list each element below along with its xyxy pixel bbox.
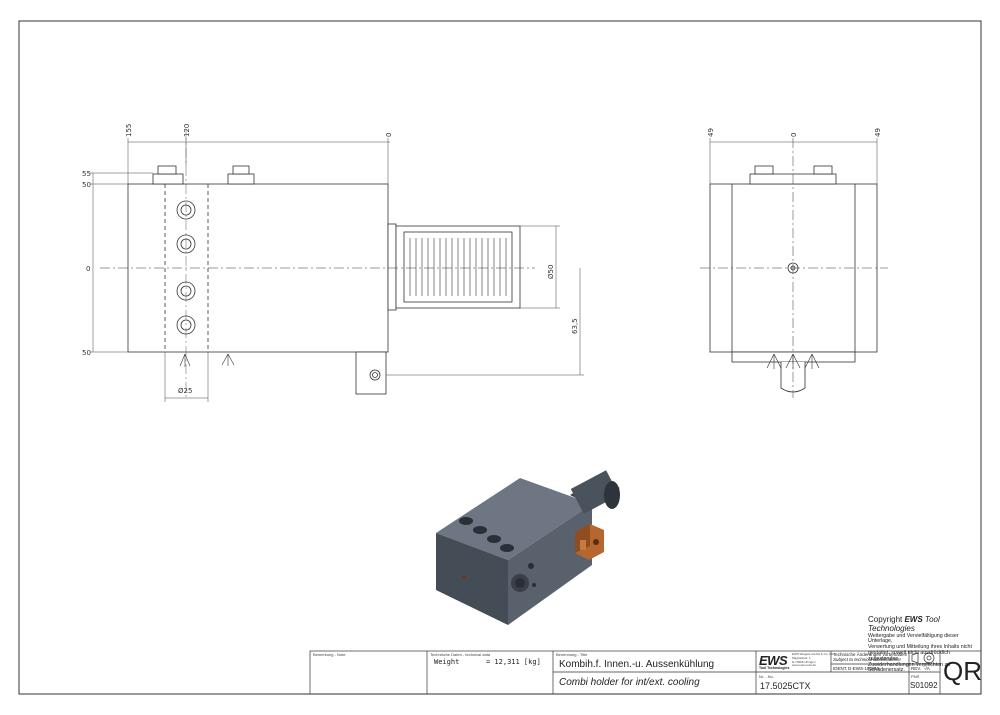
front-serrations [409, 238, 507, 296]
dim-120: 120 [183, 124, 191, 137]
dim-50-bot: 50 [82, 349, 91, 357]
ews-logo: EWS [759, 653, 788, 668]
side-dimensions [709, 138, 878, 184]
dim-0-top: 0 [385, 133, 393, 137]
front-body [127, 183, 389, 353]
front-coolant-block [355, 351, 387, 395]
part-number: 17.5025CTX [760, 681, 811, 691]
front-view [100, 130, 535, 400]
copyright-line-4: Zuwiderhandlungen verpflichten zu Schade… [868, 661, 951, 674]
side-dim-49-left: 49 [707, 128, 715, 137]
techdata-label: Technische Daten - technical data [430, 652, 491, 657]
title-en: Combi holder for int/ext. cooling [559, 677, 700, 688]
front-shank-flange [387, 223, 397, 311]
isometric-render [436, 470, 620, 625]
dim-155: 155 [125, 124, 133, 137]
number-label: Nr. - No. [759, 674, 774, 679]
company-address: EWS Weigele GmbH & Co. KG Maybachstr. 1 … [792, 652, 834, 668]
side-spray-symbols [766, 353, 820, 369]
designation-label: Benennung - Title [556, 652, 588, 657]
copyright-heading: Copyright EWS Tool Technologies [868, 615, 940, 633]
front-bolt-1 [152, 173, 184, 185]
modification-note-1: Technische Änderungen vorbehalten! [833, 652, 908, 657]
front-dimensions [90, 138, 584, 402]
ident-value: D-EWS-193619 [848, 666, 880, 671]
front-bolt-2 [227, 173, 255, 185]
rev-label: REV. [911, 666, 922, 671]
title-block [309, 650, 982, 695]
copyright-block: Copyright EWS Tool Technologies Weiterga… [868, 615, 980, 674]
side-dim-0: 0 [790, 133, 798, 137]
side-view [700, 138, 888, 398]
dim-50-top: 50 [82, 181, 91, 189]
front-spray-symbols [179, 353, 235, 367]
weight-label: Weight [434, 658, 460, 666]
side-dim-labels: 49 0 49 [707, 128, 882, 137]
dim-dia-25: Ø25 [178, 387, 192, 395]
pnr-label: PNR [911, 674, 920, 679]
modification-note-2: Subject to technical modifications! [833, 657, 901, 662]
title-de: Kombih.f. Innen.-u. Aussenkühlung [559, 659, 715, 670]
copyright-line-2: Verwertung und Mitteilung ihres Inhalts … [868, 644, 972, 651]
dim-0-left: 0 [86, 265, 90, 273]
dim-55: 55 [82, 170, 91, 178]
front-dim-labels: 155 120 0 55 50 0 50 Ø25 Ø50 63,5 [82, 124, 579, 395]
ews-logo-sub: Tool Technologies [759, 666, 790, 670]
side-dim-49-right: 49 [874, 128, 882, 137]
dim-dia-50: Ø50 [547, 265, 555, 279]
copyright-line-3: gestattet, soweit nicht ausdrücklich zug… [868, 650, 950, 662]
qr-label: QR [943, 656, 982, 686]
pnr-value: S01092 [910, 681, 938, 690]
note-label: Bemerkung - Note [313, 652, 346, 657]
ident-label: IDENT. [833, 666, 848, 671]
copyright-brand: EWS [904, 615, 923, 624]
rev-value: -/A [924, 666, 930, 671]
weight-value: = 12,311 [kg] [486, 658, 541, 666]
dim-63-5: 63,5 [571, 318, 579, 334]
copyright-line-1: Weitergabe und Vervielfältigung dieser U… [868, 632, 959, 645]
